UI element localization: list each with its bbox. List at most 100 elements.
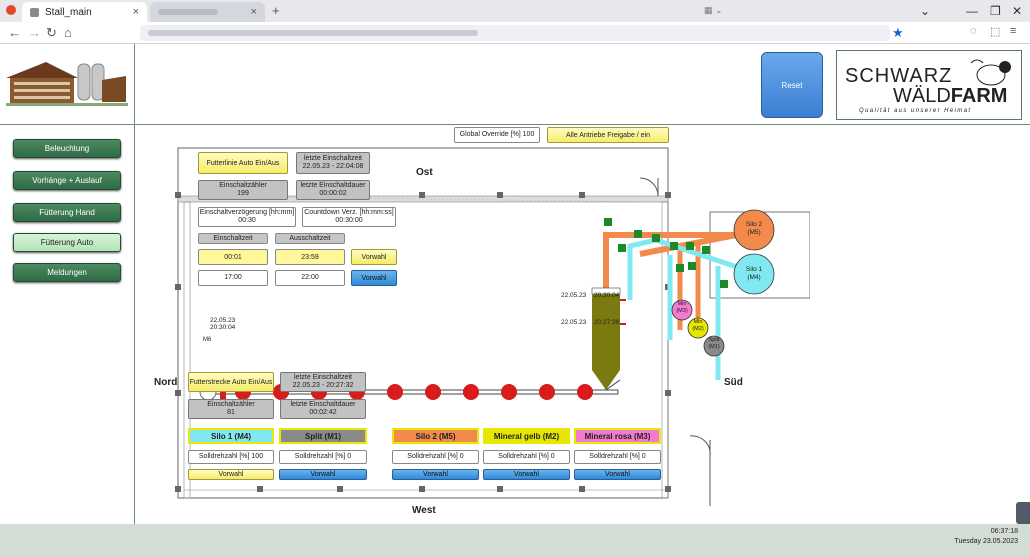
silo1-label: Silo 1(M4): [745, 266, 763, 281]
min-m2-label: Min(M2): [692, 319, 704, 332]
mineral-rosa-speed-field[interactable]: Solldrehzahl [%] 0: [574, 450, 661, 464]
row1-vorwahl-button[interactable]: Vorwahl: [351, 249, 397, 265]
scada-app: Reset SCHWARZ WÄLDFARM Qualität aus unse…: [0, 44, 1030, 524]
bookmark-star-icon[interactable]: ★: [892, 25, 904, 40]
section-title-silo2: Silo 2 (M5): [392, 428, 479, 444]
ausschaltzeit-header: Ausschaltzeit: [275, 233, 345, 244]
silo2-circle: [733, 209, 775, 251]
section-title-split: Split (M1): [279, 428, 367, 444]
nav-vorhaenge-auslauf[interactable]: Vorhänge + Auslauf: [13, 171, 121, 190]
new-tab-button[interactable]: +: [272, 3, 280, 18]
m6-motor-label: M6: [203, 337, 212, 343]
silo1-speed-field[interactable]: Solldrehzahl [%] 100: [188, 450, 274, 464]
direction-sued: Süd: [724, 377, 743, 388]
tab-list-icon[interactable]: ▦ ⌄: [704, 5, 723, 15]
browser-logo-icon: [6, 5, 16, 15]
split-speed-field[interactable]: Solldrehzahl [%] 0: [279, 450, 367, 464]
tab-stall-main[interactable]: Stall_main ×: [22, 2, 147, 22]
row2-off-time-field[interactable]: 22:00: [275, 270, 345, 286]
silo2-vorwahl-button[interactable]: Vorwahl: [392, 469, 479, 480]
logo-animal-icon: [970, 59, 1011, 86]
m6-date: 22.05.23: [210, 317, 236, 324]
direction-nord: Nord: [154, 377, 178, 388]
pocket-icon[interactable]: ◌: [970, 25, 977, 37]
side-panel-icon[interactable]: [1016, 502, 1030, 524]
nav-meldungen[interactable]: Meldungen: [13, 263, 121, 282]
futterlinie-countdown: Countdown Verz. [hh:mm:ss]00:30:00: [302, 207, 396, 227]
row2-on-time-field[interactable]: 17:00: [198, 270, 268, 286]
app-header: Reset SCHWARZ WÄLDFARM Qualität aus unse…: [0, 44, 1030, 125]
maximize-icon[interactable]: ❐: [990, 4, 1001, 18]
futterstrecke-auto-button[interactable]: Futterstrecke Auto Ein/Aus: [188, 372, 274, 392]
page-favicon-icon: [30, 7, 39, 17]
browser-tab-bar: Stall_main × × + ▦ ⌄ ⌄ — ❐ ✕: [0, 0, 1030, 22]
section-title-mineral-gelb: Mineral gelb (M2): [483, 428, 570, 444]
logo-line2: WÄLDFARM: [893, 85, 1008, 107]
silo1-vorwahl-button[interactable]: Vorwahl: [188, 469, 274, 480]
hopper-date1: 22.05.23: [561, 292, 587, 299]
section-title-mineral-rosa: Mineral rosa (M3): [574, 428, 661, 444]
url-input[interactable]: [140, 25, 890, 41]
split-m1-circle: [703, 335, 725, 357]
system-clock: 06:37:18 Tuesday 23.05.2023: [954, 528, 1018, 545]
logo-tagline: Qualität aus unserer Heimat: [859, 108, 972, 114]
tab-blurred-title: [158, 9, 218, 15]
einschaltzeit-header: Einschaltzeit: [198, 233, 268, 244]
tab-blurred[interactable]: ×: [150, 2, 265, 22]
m6-time: 20:30:04: [210, 324, 236, 331]
sidebar-divider: [134, 44, 135, 524]
direction-west: West: [412, 505, 436, 516]
browser-address-bar: ← → ↻ ⌂ ★ ◌ ⬚ ≡: [0, 22, 1030, 44]
row1-off-time-field[interactable]: 23:59: [275, 249, 345, 265]
min-m2-circle: [687, 317, 709, 339]
min-m3-label: Min(M3): [676, 301, 688, 314]
menu-icon[interactable]: ≡: [1010, 25, 1017, 37]
minimize-icon[interactable]: —: [966, 4, 978, 18]
close-window-icon[interactable]: ✕: [1012, 4, 1023, 18]
home-icon[interactable]: ⌂: [64, 25, 72, 40]
hopper-time1: 20:30:04: [594, 292, 620, 299]
split-vorwahl-button[interactable]: Vorwahl: [279, 469, 367, 480]
silo2-speed-field[interactable]: Solldrehzahl [%] 0: [392, 450, 479, 464]
row1-on-time-field[interactable]: 00:01: [198, 249, 268, 265]
futterlinie-delay-field[interactable]: Einschaltverzögerung [hh:mm]00:30: [198, 207, 296, 227]
row2-vorwahl-button[interactable]: Vorwahl: [351, 270, 397, 286]
alle-antriebe-button[interactable]: Alle Antriebe Freigabe / ein: [547, 127, 669, 143]
futterlinie-auto-button[interactable]: Futterlinie Auto Ein/Aus: [198, 152, 288, 174]
barn-illustration: [6, 62, 128, 106]
hopper-date2: 22.05.23: [561, 319, 587, 326]
section-title-silo1: Silo 1 (M4): [188, 428, 274, 444]
extensions-icon[interactable]: ⬚: [990, 26, 1001, 38]
silo1-circle: [733, 253, 775, 295]
back-icon[interactable]: ←: [8, 25, 21, 40]
close-tab-icon[interactable]: ×: [250, 6, 257, 18]
logo-line1: SCHWARZ: [845, 65, 953, 87]
reset-button[interactable]: Reset: [761, 52, 823, 118]
hopper-time2: 20:27:39: [594, 319, 620, 326]
mineral-rosa-vorwahl-button[interactable]: Vorwahl: [574, 469, 661, 480]
min-m3-circle: [671, 299, 693, 321]
close-tab-icon[interactable]: ×: [132, 6, 139, 18]
nav-fuetterung-auto[interactable]: Fütterung Auto: [13, 233, 121, 252]
mineral-gelb-vorwahl-button[interactable]: Vorwahl: [483, 469, 570, 480]
silo2-label: Silo 2(M5): [745, 221, 763, 236]
forward-icon[interactable]: →: [28, 25, 41, 40]
reload-icon[interactable]: ↻: [46, 25, 57, 40]
nav-beleuchtung[interactable]: Beleuchtung: [13, 139, 121, 158]
direction-ost: Ost: [416, 167, 433, 178]
mineral-gelb-speed-field[interactable]: Solldrehzahl [%] 0: [483, 450, 570, 464]
schwarzwaldfarm-logo: SCHWARZ WÄLDFARM Qualität aus unserer He…: [836, 50, 1022, 120]
global-override-field[interactable]: Global Override [%] 100: [454, 127, 540, 143]
url-blurred-text: [148, 30, 478, 36]
taskbar: [0, 524, 1030, 557]
nav-fuetterung-hand[interactable]: Fütterung Hand: [13, 203, 121, 222]
tab-overflow-icon[interactable]: ⌄: [920, 4, 931, 18]
tab-title: Stall_main: [45, 6, 92, 18]
split-m1-label: Split(M1): [708, 337, 720, 350]
